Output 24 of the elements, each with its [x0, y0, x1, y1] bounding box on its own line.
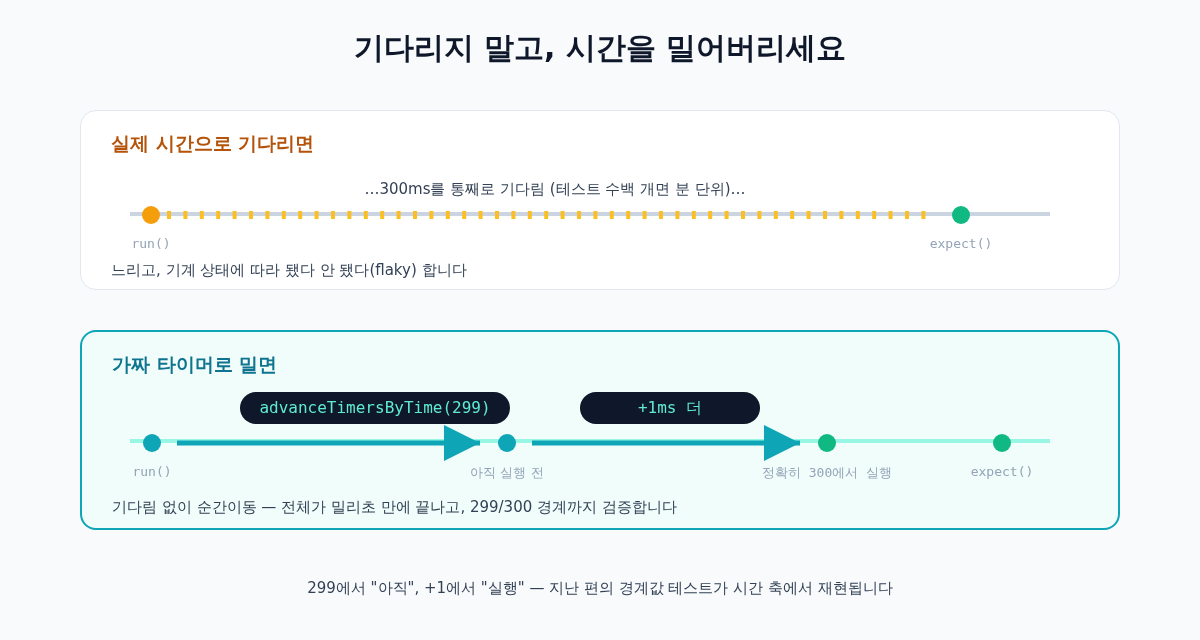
- arrow: [177, 425, 480, 461]
- timeline-dot: [818, 434, 836, 452]
- timeline-label: run(): [131, 236, 171, 251]
- timeline-dot: [952, 206, 970, 224]
- code-label: advanceTimersByTime(299): [240, 392, 510, 424]
- panel-note: 느리고, 기계 상태에 따라 됐다 안 됐다(flaky) 합니다: [111, 261, 467, 280]
- panel-note: 기다림 없이 순간이동 — 전체가 밀리초 만에 끝나고, 299/300 경계까지 검증합니다: [112, 498, 677, 517]
- panel-heading: 실제 시간으로 기다리면: [111, 131, 315, 156]
- timeline-dot: [993, 434, 1011, 452]
- timeline-dot: [143, 434, 161, 452]
- diagram-title: 기다리지 말고, 시간을 밀어버리세요: [352, 29, 848, 67]
- timeline-dot: [142, 206, 160, 224]
- timeline-label: expect(): [970, 464, 1034, 479]
- panel-heading: 가짜 타이머로 밀면: [112, 352, 278, 377]
- timeline-label: expect(): [929, 236, 993, 251]
- arrow: [532, 425, 800, 461]
- code-label: +1ms 더: [580, 392, 760, 424]
- panel-card: [80, 330, 1120, 530]
- panel-card: [80, 110, 1120, 290]
- timeline-label: 정확히 300에서 실행: [761, 464, 893, 482]
- caption-text: 299에서 "아직", +1에서 "실행" — 지난 편의 경계값 테스트가 시간 축에서 재현됩니다: [306, 579, 894, 598]
- timeline-dot: [498, 434, 516, 452]
- timeline-label: run(): [132, 464, 172, 479]
- timeline-label: 아직 실행 전: [470, 464, 544, 482]
